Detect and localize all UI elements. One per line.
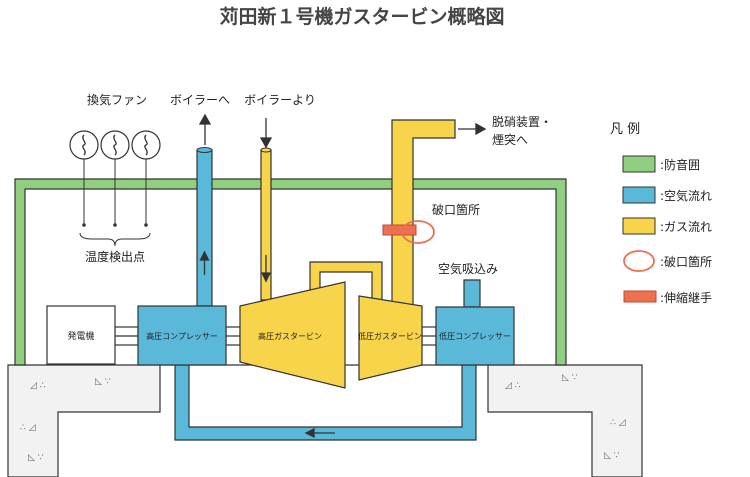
page-title: 苅田新１号機ガスタービン概略図 (219, 5, 504, 28)
to-boiler-label: ボイラーへ (170, 93, 230, 107)
hp-compressor-label: 高圧コンプレッサー (146, 331, 218, 341)
to-denox-label-1: 脱硝装置・ (492, 114, 552, 129)
air-outlet-duct (196, 149, 213, 307)
legend-swatch-air (622, 186, 656, 204)
hp-gas-turbine-label: 高圧ガスタービン (258, 331, 322, 341)
legend: 凡 例 :防音囲 :空気流れ :ガス流れ :破口箇所 :伸縮継手 (610, 122, 712, 305)
flow-arrows (198, 113, 487, 439)
generator-box (46, 305, 116, 365)
svg-text:∴ ◿: ∴ ◿ (20, 423, 36, 433)
brace (79, 232, 151, 247)
foundation-right: ◿ ∴ ◺ ∵ ∴ ◿ ◺ ∵ (487, 364, 643, 477)
legend-label-rupture: :破口箇所 (660, 254, 712, 269)
lp-gas-turbine-label: 低圧ガスタービン (358, 331, 422, 341)
rupture-point-marker (401, 220, 435, 244)
ventilation-fan-label: 換気ファン (87, 92, 147, 107)
legend-swatch-enclosure (622, 155, 656, 173)
ventilation-fans (69, 130, 161, 247)
svg-text:◺ ∵: ◺ ∵ (95, 377, 111, 387)
svg-text:◿ ∴: ◿ ∴ (30, 381, 46, 391)
lp-gas-turbine-shape (358, 295, 423, 381)
to-denox-label-2: 煙突へ (492, 132, 528, 147)
legend-label-gas: :ガス流れ (660, 220, 712, 234)
generator-label: 発電機 (67, 330, 94, 342)
legend-label-enclosure: :防音囲 (660, 157, 700, 172)
air-intake-label: 空気吸込み (438, 261, 498, 276)
lp-compressor-box (435, 306, 515, 366)
svg-text:∴ ◿: ∴ ◿ (610, 418, 626, 428)
svg-text:◺ ∵: ◺ ∵ (562, 373, 578, 383)
from-boiler-label: ボイラーより (244, 93, 316, 107)
svg-text:◺ ∵: ◺ ∵ (28, 453, 44, 463)
lp-compressor-label: 低圧コンプレッサー (439, 331, 511, 341)
expansion-joint-marker (382, 224, 417, 236)
legend-label-joint: :伸縮継手 (660, 290, 712, 305)
hp-compressor-box (137, 305, 227, 366)
legend-label-air: :空気流れ (660, 188, 712, 203)
temp-detection-label: 温度検出点 (85, 249, 145, 264)
legend-swatch-joint (623, 290, 657, 303)
air-intake-duct (463, 279, 481, 308)
legend-title: 凡 例 (610, 122, 640, 137)
foundation-left: ◿ ∴ ◺ ∵ ∴ ◿ ◺ ∵ (7, 364, 161, 477)
legend-swatch-rupture (623, 250, 655, 272)
rupture-point-label: 破口箇所 (432, 202, 480, 217)
svg-text:◺ ∵: ◺ ∵ (604, 451, 620, 461)
svg-text:◿ ∴: ◿ ∴ (505, 381, 521, 391)
hp-gas-turbine-shape (239, 281, 346, 389)
legend-swatch-gas (622, 217, 656, 235)
